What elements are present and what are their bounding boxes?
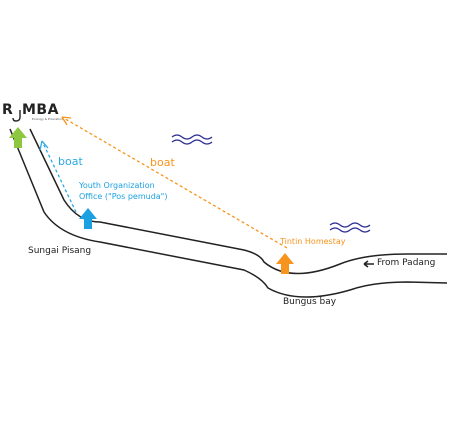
boat-route-orange-head (61, 116, 72, 126)
boat-route-blue-head (39, 140, 49, 151)
wave-icon (329, 222, 371, 233)
logo-letter: R (2, 102, 13, 118)
logo-word: MBA (22, 102, 59, 118)
location-arrow-icon (9, 127, 27, 148)
coastline-inner (29, 128, 447, 275)
label-from-padang: From Padang (377, 258, 436, 268)
label-youth-office-line2: Office ("Pos pemuda") (79, 192, 168, 201)
boat-route-orange (61, 116, 288, 249)
coastline-outer (9, 128, 448, 298)
label-boat-blue: boat (58, 155, 83, 168)
wave-icon (171, 134, 213, 145)
arrow-left-icon (363, 260, 374, 268)
boat-route-blue (41, 140, 77, 213)
location-arrow-icon (79, 208, 97, 229)
label-boat-orange: boat (150, 156, 175, 169)
label-youth-office-line1: Youth Organization (79, 181, 155, 190)
label-sungai-pisang: Sungai Pisang (28, 246, 92, 256)
label-tintin-homestay: Tintin Homestay (280, 237, 346, 246)
logo-hook-icon (12, 110, 21, 122)
location-arrow-icon (276, 253, 294, 274)
logo-tagline: Ecology & Education (32, 117, 63, 121)
label-bungus-bay: Bungus bay (283, 297, 337, 307)
